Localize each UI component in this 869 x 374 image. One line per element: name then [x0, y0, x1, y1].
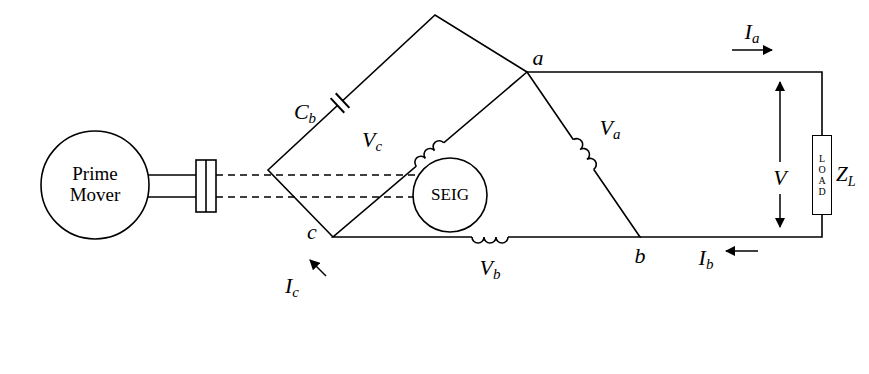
delta-winding: [333, 72, 640, 237]
node-label: LOAD: [817, 153, 827, 197]
voltage-label: Vc: [362, 129, 382, 151]
generator-circle: SEIG: [412, 157, 488, 233]
coil-symbol: [573, 136, 598, 169]
capacitor-wire: [268, 15, 527, 237]
terminal-label: a: [533, 47, 544, 69]
voltage-label: V: [773, 167, 786, 189]
coil-symbol: [472, 237, 508, 243]
current-label: Ic: [285, 275, 299, 297]
impedance-label: ZL: [836, 163, 856, 186]
capacitor-label: Cb: [294, 101, 316, 123]
voltage-arrow: [779, 82, 781, 162]
voltage-arrow: [779, 194, 781, 227]
current-label: Ib: [699, 247, 714, 269]
current-arrow: [310, 260, 326, 276]
terminal-label: b: [635, 245, 646, 267]
prime-mover-circle: Prime Mover: [40, 130, 150, 240]
line-b-wire: [640, 215, 822, 237]
node-label: Prime Mover: [55, 164, 135, 206]
terminal-label: c: [307, 221, 317, 243]
voltage-label: Va: [600, 117, 621, 139]
load-box: LOADZL: [812, 135, 832, 215]
current-arrow: [726, 250, 758, 252]
current-label: Ia: [745, 21, 760, 43]
line-a-wire: [527, 72, 822, 135]
shaft-connector: [148, 175, 419, 197]
node-label: SEIG: [415, 186, 485, 205]
voltage-label: Vb: [480, 257, 501, 279]
capacitor-symbol: [331, 93, 350, 112]
shaft-coupling: [196, 160, 216, 212]
current-arrow: [732, 49, 772, 51]
